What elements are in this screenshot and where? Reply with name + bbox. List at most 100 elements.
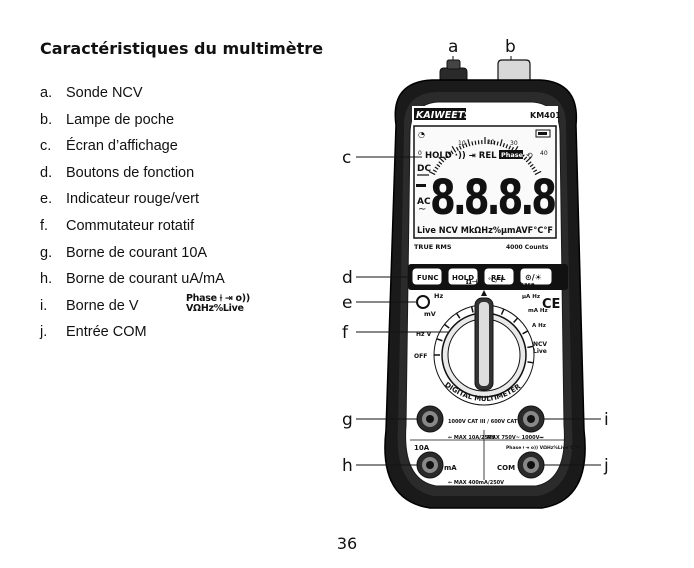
scale-tick bbox=[450, 150, 454, 155]
dial-label-hzv: Hz V bbox=[416, 331, 432, 338]
callout-g: g bbox=[342, 410, 353, 430]
legend-text: Borne de courant uA/mA bbox=[66, 271, 225, 288]
light-button[interactable]: ⊙/☀ bbox=[519, 267, 553, 286]
dial-tick bbox=[527, 361, 534, 364]
func-button[interactable]: FUNC bbox=[411, 267, 443, 286]
legend-key: g. bbox=[40, 244, 53, 261]
legend-key: d. bbox=[40, 164, 53, 181]
dial-label-hz: Hz bbox=[434, 292, 443, 300]
brand-header: KAIWEETS KM401 bbox=[412, 106, 561, 123]
label-ma: mA bbox=[444, 464, 457, 472]
callout-b: b bbox=[505, 37, 516, 57]
dial-tick bbox=[470, 306, 474, 313]
scale-tick bbox=[525, 156, 532, 163]
terminal-10a[interactable] bbox=[416, 405, 444, 433]
legend-item-c: c. Écran d’affichage bbox=[40, 136, 290, 163]
ce-mark: CE bbox=[542, 297, 560, 312]
dial-tick bbox=[513, 317, 519, 323]
legend-item-a: a. Sonde NCV bbox=[40, 83, 290, 110]
callouts: a b c d e f g i h j bbox=[342, 37, 609, 476]
battery-icon bbox=[535, 129, 551, 138]
callout-i: i bbox=[604, 410, 609, 430]
page-number: 36 bbox=[336, 534, 358, 553]
dial-tick bbox=[527, 345, 534, 349]
callout-c: c bbox=[342, 148, 351, 168]
scale-tick bbox=[464, 143, 468, 148]
legend-item-d: d.Boutons de fonction bbox=[40, 163, 290, 190]
auto-off-icon: ◔ bbox=[418, 130, 425, 139]
scale-tick bbox=[461, 144, 465, 149]
function-buttons: FUNC HOLD REL ⊙/☀ bbox=[408, 264, 568, 290]
legend-item-i: i.Borne de V Phase ⟊ ⇥ ᴏ))VΩHz%Live bbox=[40, 292, 290, 323]
legend-text: Écran d’affichage bbox=[66, 138, 178, 155]
true-rms-band: TRUE RMS 4000 Counts bbox=[414, 243, 549, 251]
terminal-v[interactable] bbox=[517, 405, 545, 433]
scale-tick bbox=[505, 144, 509, 149]
legend-text: Entrée COM bbox=[66, 324, 147, 341]
scale-tick bbox=[447, 152, 452, 157]
scale-tick bbox=[432, 169, 437, 173]
rel-button[interactable]: REL bbox=[483, 267, 515, 286]
v-terminal-symbols-line1: Phase ⟊ ⇥ ᴏ)) bbox=[186, 292, 250, 304]
rel-button-label: REL bbox=[491, 274, 506, 282]
scale-tick bbox=[442, 156, 447, 161]
terminal-ma[interactable] bbox=[416, 451, 444, 479]
feature-legend: a. Sonde NCV b.Lampe de poche c. Écran d’a… bbox=[40, 83, 290, 349]
legend-item-f: f.Commutateur rotatif bbox=[40, 216, 290, 243]
scale-tick bbox=[436, 163, 441, 168]
label-com: COM bbox=[497, 464, 515, 472]
dial-label-ncv: NCV bbox=[533, 341, 547, 348]
callout-a: a bbox=[448, 37, 458, 57]
dial-label-ma: mA Hz bbox=[528, 308, 548, 314]
dial-label-off: OFF bbox=[414, 353, 427, 360]
scale-number: 40 bbox=[540, 150, 548, 157]
legend-text: Indicateur rouge/vert bbox=[66, 191, 199, 208]
scale-tick bbox=[434, 166, 439, 170]
dial-label-phase: Phase bbox=[516, 282, 535, 288]
legend-key: a. bbox=[40, 85, 53, 101]
scale-number: 20 bbox=[487, 139, 495, 146]
scale-tick bbox=[502, 143, 506, 148]
phase-indicator: Phase bbox=[501, 151, 524, 159]
scale-tick bbox=[531, 166, 536, 170]
lcd-display: ◔ 0 10 20 30 40 HOLD ·)) ⇥ REL Phase ⟲ D… bbox=[413, 125, 559, 239]
legend-item-e: e.Indicateur rouge/vert bbox=[40, 189, 290, 216]
v-terminal-symbols-line2: VΩHz%Live bbox=[186, 302, 244, 314]
dc-indicator: DC bbox=[417, 164, 431, 174]
scale-tick bbox=[438, 161, 443, 165]
scale-tick bbox=[455, 146, 459, 152]
dial-label-a: A Hz bbox=[532, 323, 546, 329]
label-10a: 10A bbox=[414, 444, 430, 452]
light-button-label: ⊙/☀ bbox=[525, 273, 542, 282]
dial-label-ua: μA Hz bbox=[522, 294, 540, 300]
hold-button[interactable]: HOLD bbox=[447, 267, 479, 286]
func-button-label: FUNC bbox=[417, 274, 438, 282]
legend-key: b. bbox=[40, 111, 53, 128]
legend-text: Sonde NCV bbox=[66, 85, 143, 101]
mode-indicators: HOLD ·)) ⇥ REL bbox=[425, 151, 497, 161]
legend-text: Commutateur rotatif bbox=[66, 217, 195, 234]
model-name: KM401 bbox=[530, 111, 561, 120]
dial-tick bbox=[436, 338, 443, 342]
main-digits: 8.8.8.8 bbox=[430, 170, 555, 226]
indicator-lamp bbox=[416, 295, 430, 309]
scale-tick bbox=[496, 141, 499, 146]
analog-bar-scale bbox=[428, 137, 542, 176]
legend-item-b: b.Lampe de poche bbox=[40, 110, 290, 137]
callout-h: h bbox=[342, 456, 353, 476]
legend-key: i. bbox=[40, 297, 48, 314]
true-rms-label: TRUE RMS bbox=[414, 243, 452, 251]
callout-f: f bbox=[342, 323, 349, 343]
dial-label-ohm: Ω⊣⊢ bbox=[466, 278, 483, 286]
max-v-rating: MAX 750V~ 1000V⎓ bbox=[487, 435, 543, 441]
scale-tick bbox=[445, 154, 449, 159]
dial-tick bbox=[500, 308, 505, 315]
terminal-com[interactable] bbox=[517, 451, 545, 479]
unit-indicators: Live NCV MkΩHz%μmAVF°C°F bbox=[417, 226, 553, 236]
legend-key: c. bbox=[40, 138, 52, 155]
terminal-panel: 1000V CAT III / 600V CAT IV ⇐ MAX 10A/25… bbox=[410, 405, 579, 486]
max-ma-rating: ⇐ MAX 400mA/250V bbox=[448, 480, 504, 486]
scale-tick bbox=[533, 169, 538, 173]
scale-number: 10 bbox=[458, 140, 466, 147]
rotary-switch[interactable] bbox=[433, 290, 535, 406]
